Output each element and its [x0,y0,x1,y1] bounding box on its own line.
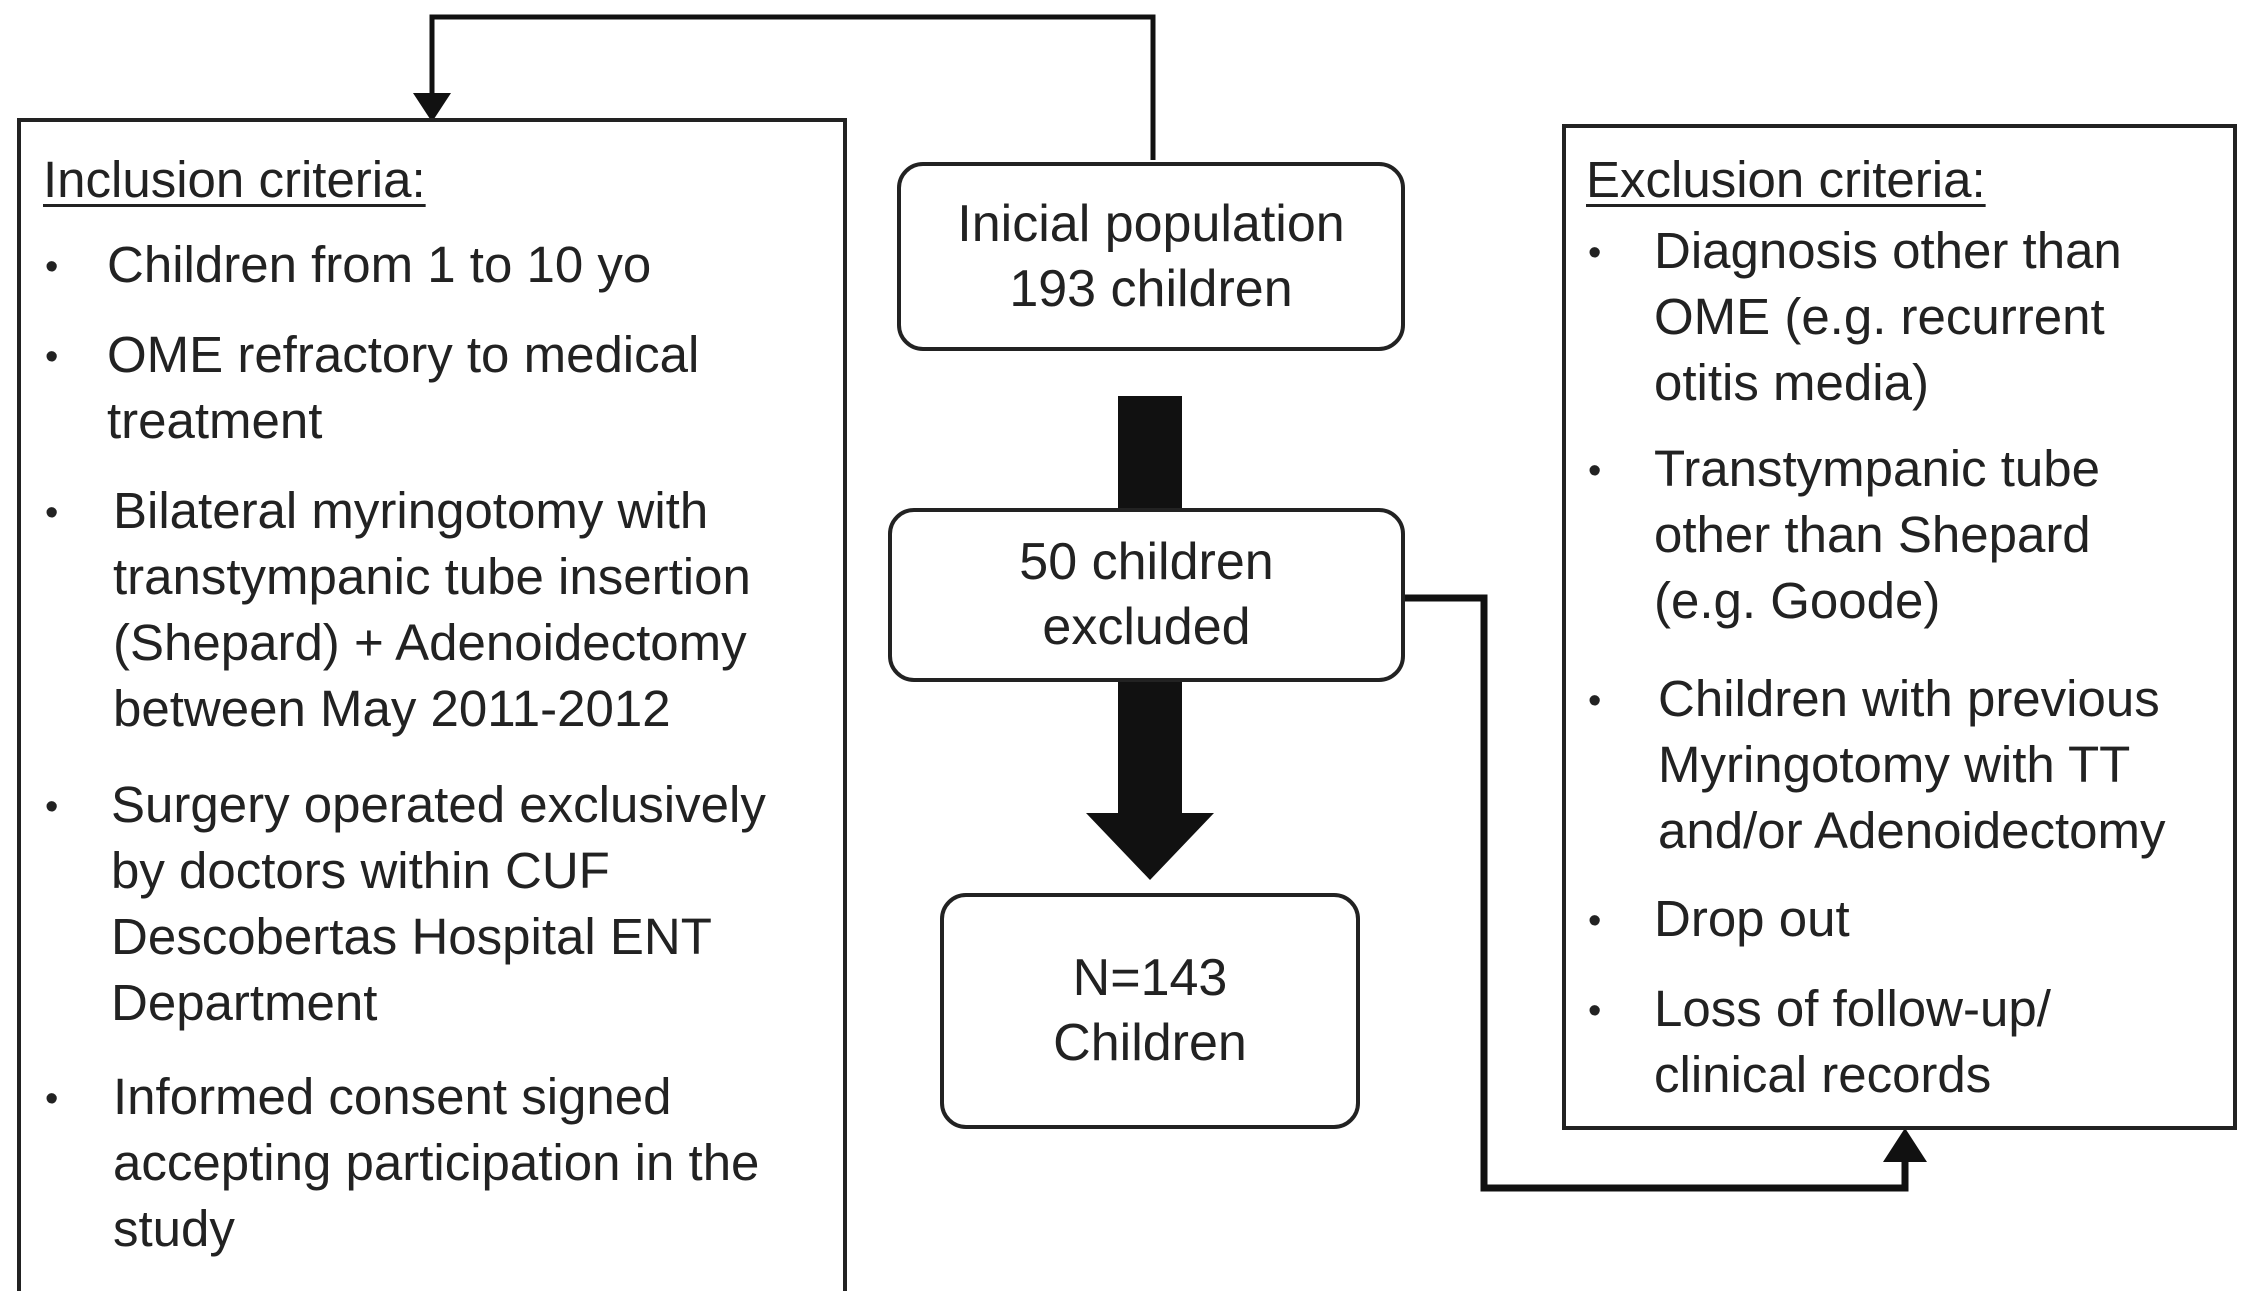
exclusion-item-tube-type: Transtympanic tube other than Shepard (e… [1654,440,2100,629]
bullet-icon: • [45,336,59,378]
flow-arrow-shaft-2 [1118,680,1182,815]
final-sample-text: N=143 Children [1053,949,1247,1072]
inclusion-item-consent: Informed consent signed accepting partic… [113,1068,760,1257]
flow-arrow-shaft-1 [1118,396,1182,511]
inclusion-item-doctors: Surgery operated exclusively by doctors … [111,776,766,1031]
inclusion-item-ome: OME refractory to medical treatment [107,326,700,449]
bullet-icon: • [1588,680,1602,722]
exclusion-item-drop-out: Drop out [1654,890,1850,947]
bullet-icon: • [1588,900,1602,942]
exclusion-arrowhead [1883,1128,1927,1162]
bullet-icon: • [1588,232,1602,274]
flow-arrowhead [1086,813,1214,880]
inclusion-arrowhead [413,93,451,122]
bullet-icon: • [1588,990,1602,1032]
exclusion-item-diagnosis: Diagnosis other than OME (e.g. recurrent… [1654,222,2122,411]
inclusion-feedback-line [429,14,1156,160]
initial-population-text: Inicial population 193 children [957,194,1345,318]
inclusion-item-age: Children from 1 to 10 yo [107,236,652,293]
bullet-icon: • [45,786,59,828]
bullet-icon: • [45,246,59,288]
excluded-box: 50 children excluded [888,508,1405,682]
exclusion-link-line [1404,594,1909,1192]
inclusion-heading: Inclusion criteria: [43,151,426,208]
excluded-text: 50 children excluded [1019,533,1274,656]
exclusion-heading: Exclusion criteria: [1586,151,1986,208]
exclusion-item-loss-follow-up: Loss of follow-up/ clinical records [1654,980,2051,1103]
initial-population-box: Inicial population 193 children [897,162,1405,351]
bullet-icon: • [1588,450,1602,492]
exclusion-criteria-box: Exclusion criteria: • Diagnosis other th… [1562,124,2237,1130]
exclusion-item-previous-surgery: Children with previous Myringotomy with … [1658,670,2166,859]
bullet-icon: • [45,1078,59,1120]
bullet-icon: • [45,492,59,534]
inclusion-item-surgery-type: Bilateral myringotomy with transtympanic… [113,482,751,737]
final-sample-box: N=143 Children [940,893,1360,1129]
inclusion-criteria-box: Inclusion criteria: • Children from 1 to… [17,118,847,1291]
